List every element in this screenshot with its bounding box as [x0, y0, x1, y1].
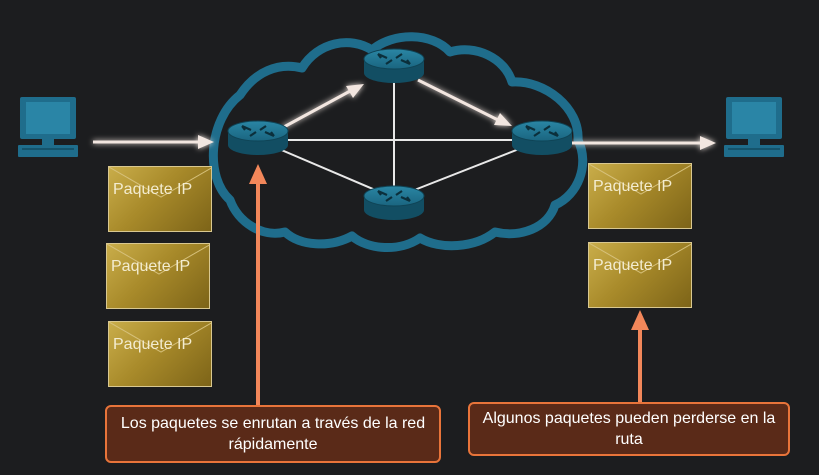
ip-packet: Paquete IP	[108, 321, 212, 387]
packet-label: Paquete IP	[113, 181, 193, 198]
packet-label: Paquete IP	[593, 257, 673, 274]
callout-fast-routing-text: Los paquetes se enrutan a través de la r…	[120, 415, 426, 453]
router-right	[510, 119, 574, 157]
router-left	[226, 119, 290, 157]
network-links	[257, 68, 543, 199]
envelope-icon	[589, 164, 691, 195]
envelope-icon	[107, 244, 209, 275]
envelope-icon	[589, 243, 691, 274]
ip-packet: Paquete IP	[106, 243, 210, 309]
callout-pointers	[249, 164, 649, 408]
computer-icon-destination	[724, 97, 784, 157]
callout-fast-routing: Los paquetes se enrutan a través de la r…	[105, 405, 441, 463]
computer-icon-source	[18, 97, 78, 157]
router-bottom	[362, 184, 426, 222]
ip-packet: Paquete IP	[108, 166, 212, 232]
packet-label: Paquete IP	[111, 258, 191, 275]
callout-lost-packets: Algunos paquetes pueden perderse en la r…	[468, 402, 790, 456]
ip-packet: Paquete IP	[588, 242, 692, 308]
envelope-icon	[109, 322, 211, 353]
envelope-icon	[109, 167, 211, 198]
router-top	[362, 47, 426, 85]
packet-label: Paquete IP	[593, 178, 673, 195]
callout-lost-packets-text: Algunos paquetes pueden perderse en la r…	[482, 410, 776, 448]
ip-packet: Paquete IP	[588, 163, 692, 229]
packet-path-arrows	[93, 78, 716, 150]
cloud-icon	[208, 32, 588, 253]
packet-label: Paquete IP	[113, 336, 193, 353]
